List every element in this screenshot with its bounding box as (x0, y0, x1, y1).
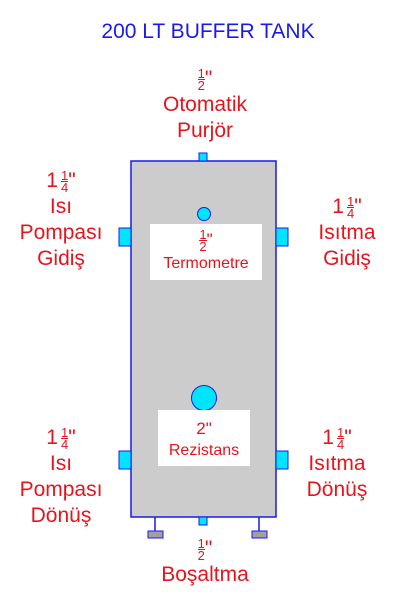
diagram-title: 200 LT BUFFER TANK (101, 20, 315, 43)
heater-label: 2" Rezistans (168, 419, 240, 459)
heater-label-card (158, 410, 250, 466)
drain-port (198, 516, 208, 526)
thermometer-port (197, 207, 211, 221)
right-lower-port (275, 450, 289, 470)
thermometer-label-card (150, 224, 262, 280)
left-foot (147, 530, 164, 539)
heater-port (191, 385, 217, 411)
right-upper-port (275, 227, 289, 247)
right-foot (251, 530, 268, 539)
left-upper-port (118, 227, 132, 247)
top-purge-port (198, 152, 208, 162)
left-lower-port (118, 450, 132, 470)
